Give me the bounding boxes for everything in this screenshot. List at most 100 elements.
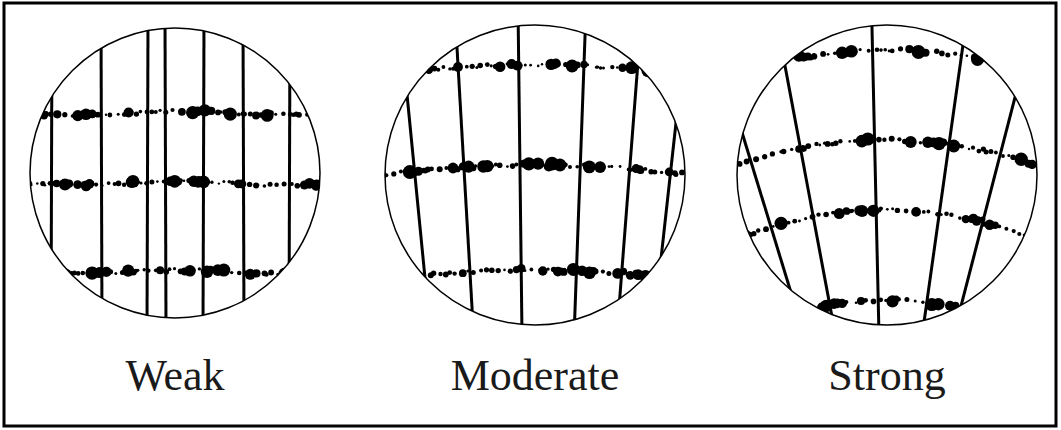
grain-blob bbox=[677, 69, 689, 81]
grain-blob bbox=[940, 213, 943, 216]
grain-blob bbox=[541, 63, 543, 65]
grain-blob bbox=[1025, 330, 1033, 338]
grain-blob bbox=[854, 50, 858, 54]
grain-blob bbox=[583, 161, 596, 174]
grain-blob bbox=[146, 269, 150, 273]
grain-blob bbox=[718, 347, 727, 356]
grain-blob bbox=[734, 338, 737, 341]
grain-blob bbox=[318, 113, 323, 118]
grain-blob bbox=[503, 269, 506, 272]
grain-blob bbox=[1004, 323, 1012, 331]
grain-blob bbox=[380, 277, 385, 282]
grain-blob bbox=[290, 272, 294, 276]
grain-blob bbox=[281, 112, 286, 117]
grain-blob bbox=[662, 68, 666, 72]
grain-blob bbox=[728, 339, 734, 345]
grain-blob bbox=[139, 110, 143, 114]
grain-blob bbox=[36, 182, 39, 185]
grain-blob bbox=[676, 279, 678, 281]
grain-blob bbox=[938, 141, 944, 147]
grain-blob bbox=[725, 238, 731, 244]
grain-blob bbox=[984, 150, 989, 155]
grain-blob bbox=[820, 51, 826, 57]
grain-blob bbox=[437, 166, 443, 172]
grain-blob bbox=[517, 264, 525, 272]
grain-blob bbox=[958, 216, 962, 220]
grain-blob bbox=[904, 209, 909, 214]
grain-blob bbox=[431, 271, 436, 276]
grain-blob bbox=[763, 226, 769, 232]
grain-blob bbox=[85, 179, 95, 189]
grain-blob bbox=[479, 269, 483, 273]
strength-label: Strong bbox=[828, 352, 945, 400]
grain-blob bbox=[495, 62, 506, 73]
grain-blob bbox=[692, 175, 695, 178]
grain-blob bbox=[218, 182, 220, 184]
grain-blob bbox=[660, 171, 663, 174]
grain-blob bbox=[804, 53, 812, 61]
grain-blob bbox=[703, 73, 708, 78]
grain-blob bbox=[750, 329, 759, 338]
grain-blob bbox=[725, 241, 729, 245]
grain-blob bbox=[743, 65, 753, 75]
grain-blob bbox=[989, 58, 992, 61]
grain-blob bbox=[514, 163, 518, 167]
grain-blob bbox=[438, 272, 442, 276]
grain-blob bbox=[237, 112, 241, 116]
grain-blob bbox=[108, 269, 113, 274]
grain-blob bbox=[367, 73, 372, 78]
grain-blob bbox=[282, 182, 287, 187]
grain-blob bbox=[666, 276, 672, 282]
grain-blob bbox=[984, 316, 989, 321]
grain-blob bbox=[721, 168, 724, 171]
grain-blob bbox=[1012, 229, 1016, 233]
grain-blob bbox=[1033, 336, 1037, 340]
grain-blob bbox=[818, 144, 821, 147]
grain-blob bbox=[664, 66, 674, 76]
grain-blob bbox=[672, 170, 678, 176]
grain-blob bbox=[1041, 345, 1044, 348]
grain-blob bbox=[390, 278, 393, 281]
grain-blob bbox=[1024, 334, 1027, 337]
grain-blob bbox=[994, 151, 998, 155]
grain-blob bbox=[1037, 71, 1040, 74]
grain-blob bbox=[48, 111, 54, 117]
grain-blob bbox=[524, 64, 527, 67]
grain-blob bbox=[971, 311, 976, 316]
cleavage-line bbox=[617, 15, 642, 335]
grain-blob bbox=[252, 269, 260, 277]
grain-blob bbox=[1040, 241, 1045, 246]
grain-blob bbox=[40, 181, 45, 186]
grain-blob bbox=[601, 270, 605, 274]
grain-blob bbox=[940, 303, 944, 307]
grain-blob bbox=[520, 64, 523, 67]
grain-blob bbox=[694, 174, 699, 179]
grain-blob bbox=[594, 161, 606, 173]
grain-blob bbox=[997, 225, 1001, 229]
grain-blob bbox=[1016, 62, 1024, 70]
grain-blob bbox=[1034, 237, 1038, 241]
grain-blob bbox=[1024, 65, 1028, 69]
grain-blob bbox=[775, 217, 788, 230]
grain-blob bbox=[143, 268, 146, 271]
cleavage-line bbox=[399, 15, 430, 335]
grain-blob bbox=[198, 267, 201, 270]
grain-blob bbox=[793, 306, 806, 319]
grain-blob bbox=[136, 269, 139, 272]
grain-blob bbox=[652, 170, 657, 175]
grain-blob bbox=[224, 108, 237, 121]
grain-blob bbox=[465, 65, 469, 69]
cleavage-line bbox=[653, 15, 688, 335]
grain-blob bbox=[805, 143, 811, 149]
grain-blob bbox=[976, 313, 979, 316]
grain-blob bbox=[827, 53, 830, 56]
grain-blob bbox=[789, 311, 795, 317]
grain-blob bbox=[105, 114, 107, 116]
grain-blob bbox=[247, 182, 252, 187]
grain-blob bbox=[1042, 70, 1053, 81]
grain-blob bbox=[459, 269, 467, 277]
grain-blob bbox=[935, 212, 940, 217]
grain-blob bbox=[24, 113, 27, 116]
grain-blob bbox=[761, 59, 767, 65]
grain-blob bbox=[761, 59, 772, 70]
